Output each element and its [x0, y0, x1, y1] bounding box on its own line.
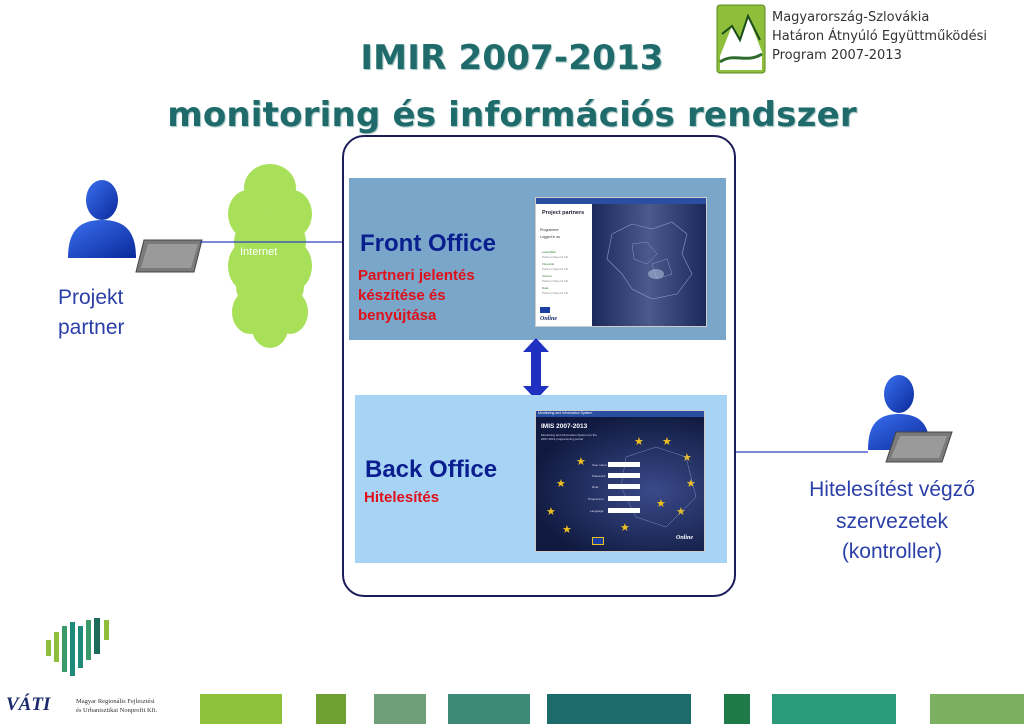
- controller-label-line1: Hitelesítést végző: [809, 478, 975, 501]
- logo-text-line2: Határon Átnyúló Együttműködési: [772, 29, 987, 44]
- bo-shot-field-2: Password:: [592, 474, 607, 478]
- front-office-sub-line1: Partneri jelentés: [358, 267, 475, 284]
- bo-shot-input-5: [608, 508, 640, 513]
- project-partner-label-line1: Projekt: [58, 286, 124, 309]
- svg-text:★: ★: [556, 477, 566, 490]
- vati-org-line1: Magyar Regionális Fejlesztési: [76, 698, 155, 705]
- logo-text-line3: Program 2007-2013: [772, 48, 902, 63]
- fo-shot-sidebar: Project partners Programme: Logged in as…: [536, 204, 592, 326]
- fo-shot-brand: Online: [540, 316, 558, 322]
- bo-shot-titlebar: Monitoring and Information System: [536, 411, 704, 417]
- fo-shot-menu-8: Partner Reports Fill: [542, 291, 568, 295]
- fo-shot-menu-2: Partner Reports Fill: [542, 255, 568, 259]
- svg-text:★: ★: [576, 455, 586, 468]
- svg-text:★: ★: [662, 435, 672, 448]
- bo-shot-field-1: User name:: [592, 463, 608, 467]
- laptop-icon: [134, 238, 204, 276]
- svg-text:★: ★: [620, 521, 630, 534]
- footer-bar-8: [930, 694, 1024, 724]
- back-office-sub: Hitelesítés: [364, 489, 440, 506]
- back-office-title: Back Office: [365, 456, 498, 483]
- project-partner-label-line2: partner: [58, 316, 125, 339]
- footer-bar-5: [547, 694, 691, 724]
- bo-shot-field-4: Programme:: [588, 497, 605, 501]
- svg-text:★: ★: [562, 523, 572, 536]
- fo-shot-titlebar: [536, 198, 706, 204]
- vati-brand: VÁTI: [6, 694, 51, 715]
- fo-shot-menu-7: Data: [542, 286, 549, 290]
- footer-bar-7: [772, 694, 896, 724]
- bo-shot-field-3: Role:: [592, 485, 600, 489]
- footer-bar-4: [448, 694, 530, 724]
- svg-text:★: ★: [634, 435, 644, 448]
- footer-bar-3: [374, 694, 426, 724]
- fo-shot-eu-flag-icon: [540, 307, 550, 313]
- footer-bar-6: [724, 694, 750, 724]
- svg-text:★: ★: [656, 497, 666, 510]
- bo-shot-field-5: Language:: [590, 509, 605, 513]
- bo-shot-subtitle1: Monitoring and Information System for th…: [541, 433, 597, 437]
- front-office-title: Front Office: [360, 230, 496, 257]
- fo-shot-menu-4: Partner Reports Fill: [542, 267, 568, 271]
- bo-shot-stars: ★ ★ ★ ★ ★ ★ ★ ★ ★ ★ ★: [546, 435, 697, 536]
- svg-text:★: ★: [676, 505, 686, 518]
- bo-shot-eu-flag-icon: [592, 537, 604, 545]
- bo-shot-brand: Online: [676, 535, 694, 541]
- front-office-sub-line2: készítése és: [358, 287, 446, 304]
- vati-logo-icon: [44, 618, 136, 678]
- bo-shot-input-2: [608, 473, 640, 478]
- svg-text:★: ★: [686, 477, 696, 490]
- bo-shot-input-3: [608, 484, 640, 489]
- controller-label-line3: (kontroller): [841, 540, 943, 563]
- bo-shot-header: IMIS 2007-2013: [541, 423, 588, 430]
- page-title-line1: IMIR 2007-2013: [360, 38, 664, 78]
- bo-shot-subtitle2: 2007-2013 programming period: [541, 437, 584, 441]
- fo-shot-menu-1: Lead Main: [542, 250, 557, 254]
- svg-text:★: ★: [682, 451, 692, 464]
- program-logo: [716, 4, 766, 74]
- fo-shot-menu-6: Partner Reports Fill: [542, 279, 568, 283]
- fo-shot-menu-3: Financial: [542, 262, 555, 266]
- internet-label: Internet: [240, 246, 278, 258]
- front-office-sub-line3: benyújtása: [358, 307, 437, 324]
- vati-org-line2: és Urbanisztikai Nonprofit Kft.: [76, 707, 158, 714]
- fo-shot-programme: Programme:: [540, 228, 560, 232]
- page-title-line2: monitoring és információs rendszer: [167, 95, 857, 135]
- svg-text:★: ★: [546, 505, 556, 518]
- fo-shot-map: [592, 204, 706, 326]
- fo-shot-menu-5: Actions: [542, 274, 552, 278]
- footer-bar-2: [316, 694, 346, 724]
- bo-shot-body: IMIS 2007-2013 Monitoring and Informatio…: [536, 417, 704, 551]
- bo-shot-input-1: [608, 462, 640, 467]
- bo-shot-titlebar-text: Monitoring and Information System: [538, 411, 593, 415]
- double-arrow-icon: [523, 338, 549, 400]
- controller-label-line2: szervezetek: [835, 510, 949, 533]
- fo-shot-header: Project partners: [542, 210, 585, 216]
- person-icon: [64, 178, 140, 260]
- logo-text-line1: Magyarország-Szlovákia: [772, 10, 930, 25]
- back-office-screenshot: Monitoring and Information System IMIS 2…: [535, 410, 705, 552]
- laptop-icon-right: [884, 430, 954, 466]
- front-office-screenshot: Project partners Programme: Logged in as…: [535, 197, 707, 327]
- fo-shot-logged: Logged in as: [540, 235, 561, 239]
- footer-bar-1: [200, 694, 282, 724]
- bo-shot-input-4: [608, 496, 640, 501]
